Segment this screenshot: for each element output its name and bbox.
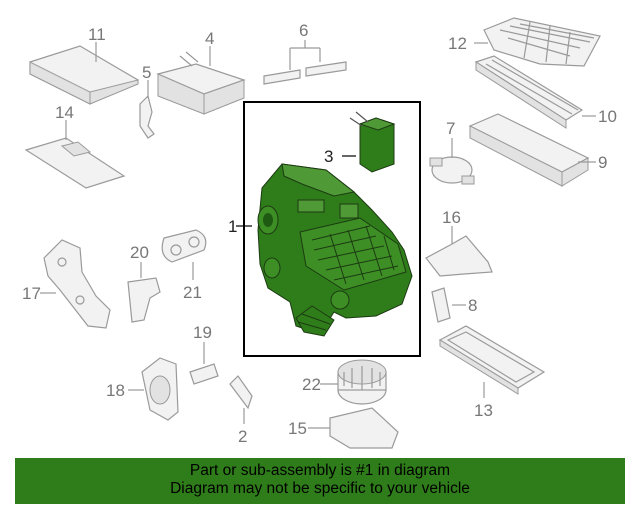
- callout-1: 1: [228, 217, 237, 236]
- callout-2: 2: [238, 427, 247, 446]
- part-15[interactable]: 15: [288, 407, 399, 449]
- part-10[interactable]: 10: [474, 55, 617, 129]
- part-16[interactable]: 16: [425, 208, 493, 277]
- callout-20: 20: [130, 243, 149, 262]
- callout-14: 14: [55, 103, 74, 122]
- callout-5: 5: [142, 63, 151, 82]
- callout-17: 17: [22, 284, 41, 303]
- callout-19: 19: [193, 323, 212, 342]
- callout-12: 12: [448, 34, 467, 53]
- callout-21: 21: [183, 283, 202, 302]
- part-17[interactable]: 17: [22, 239, 111, 329]
- part-5[interactable]: 5: [139, 63, 155, 139]
- callout-9: 9: [598, 153, 607, 172]
- callout-22: 22: [302, 375, 321, 394]
- banner-line-2: Diagram may not be specific to your vehi…: [170, 480, 470, 497]
- parts-diagram: 11 4 6 5 14 12: [22, 17, 617, 449]
- part-11[interactable]: 11: [29, 25, 140, 105]
- callout-3: 3: [324, 147, 333, 166]
- callout-13: 13: [474, 401, 493, 420]
- part-3[interactable]: 3: [324, 111, 396, 173]
- info-banner: Part or sub-assembly is #1 in diagram Di…: [15, 458, 625, 504]
- part-18[interactable]: 18: [106, 357, 179, 421]
- callout-10: 10: [598, 107, 617, 126]
- highlight-box: 1: [228, 101, 421, 357]
- callout-18: 18: [106, 381, 125, 400]
- callout-8: 8: [468, 296, 477, 315]
- part-4[interactable]: 4: [156, 29, 246, 115]
- callout-6: 6: [299, 21, 308, 40]
- part-14[interactable]: 14: [24, 103, 126, 189]
- part-22[interactable]: 22: [302, 359, 387, 405]
- part-13[interactable]: 13: [438, 325, 546, 420]
- callout-16: 16: [442, 208, 461, 227]
- part-12[interactable]: 12: [448, 17, 601, 67]
- callout-7: 7: [446, 119, 455, 138]
- part-9[interactable]: 9: [468, 113, 607, 187]
- part-19[interactable]: 19: [189, 323, 219, 385]
- part-21[interactable]: 21: [161, 229, 207, 302]
- callout-4: 4: [205, 29, 214, 48]
- part-8[interactable]: 8: [431, 287, 477, 323]
- callout-15: 15: [288, 419, 307, 438]
- part-6[interactable]: 6: [263, 21, 347, 85]
- banner-line-1: Part or sub-assembly is #1 in diagram: [189, 462, 451, 479]
- part-20[interactable]: 20: [127, 243, 161, 323]
- part-1-hvac-assembly[interactable]: [257, 163, 413, 337]
- part-2[interactable]: 2: [229, 375, 253, 446]
- callout-11: 11: [88, 25, 106, 44]
- part-7[interactable]: 7: [429, 119, 475, 185]
